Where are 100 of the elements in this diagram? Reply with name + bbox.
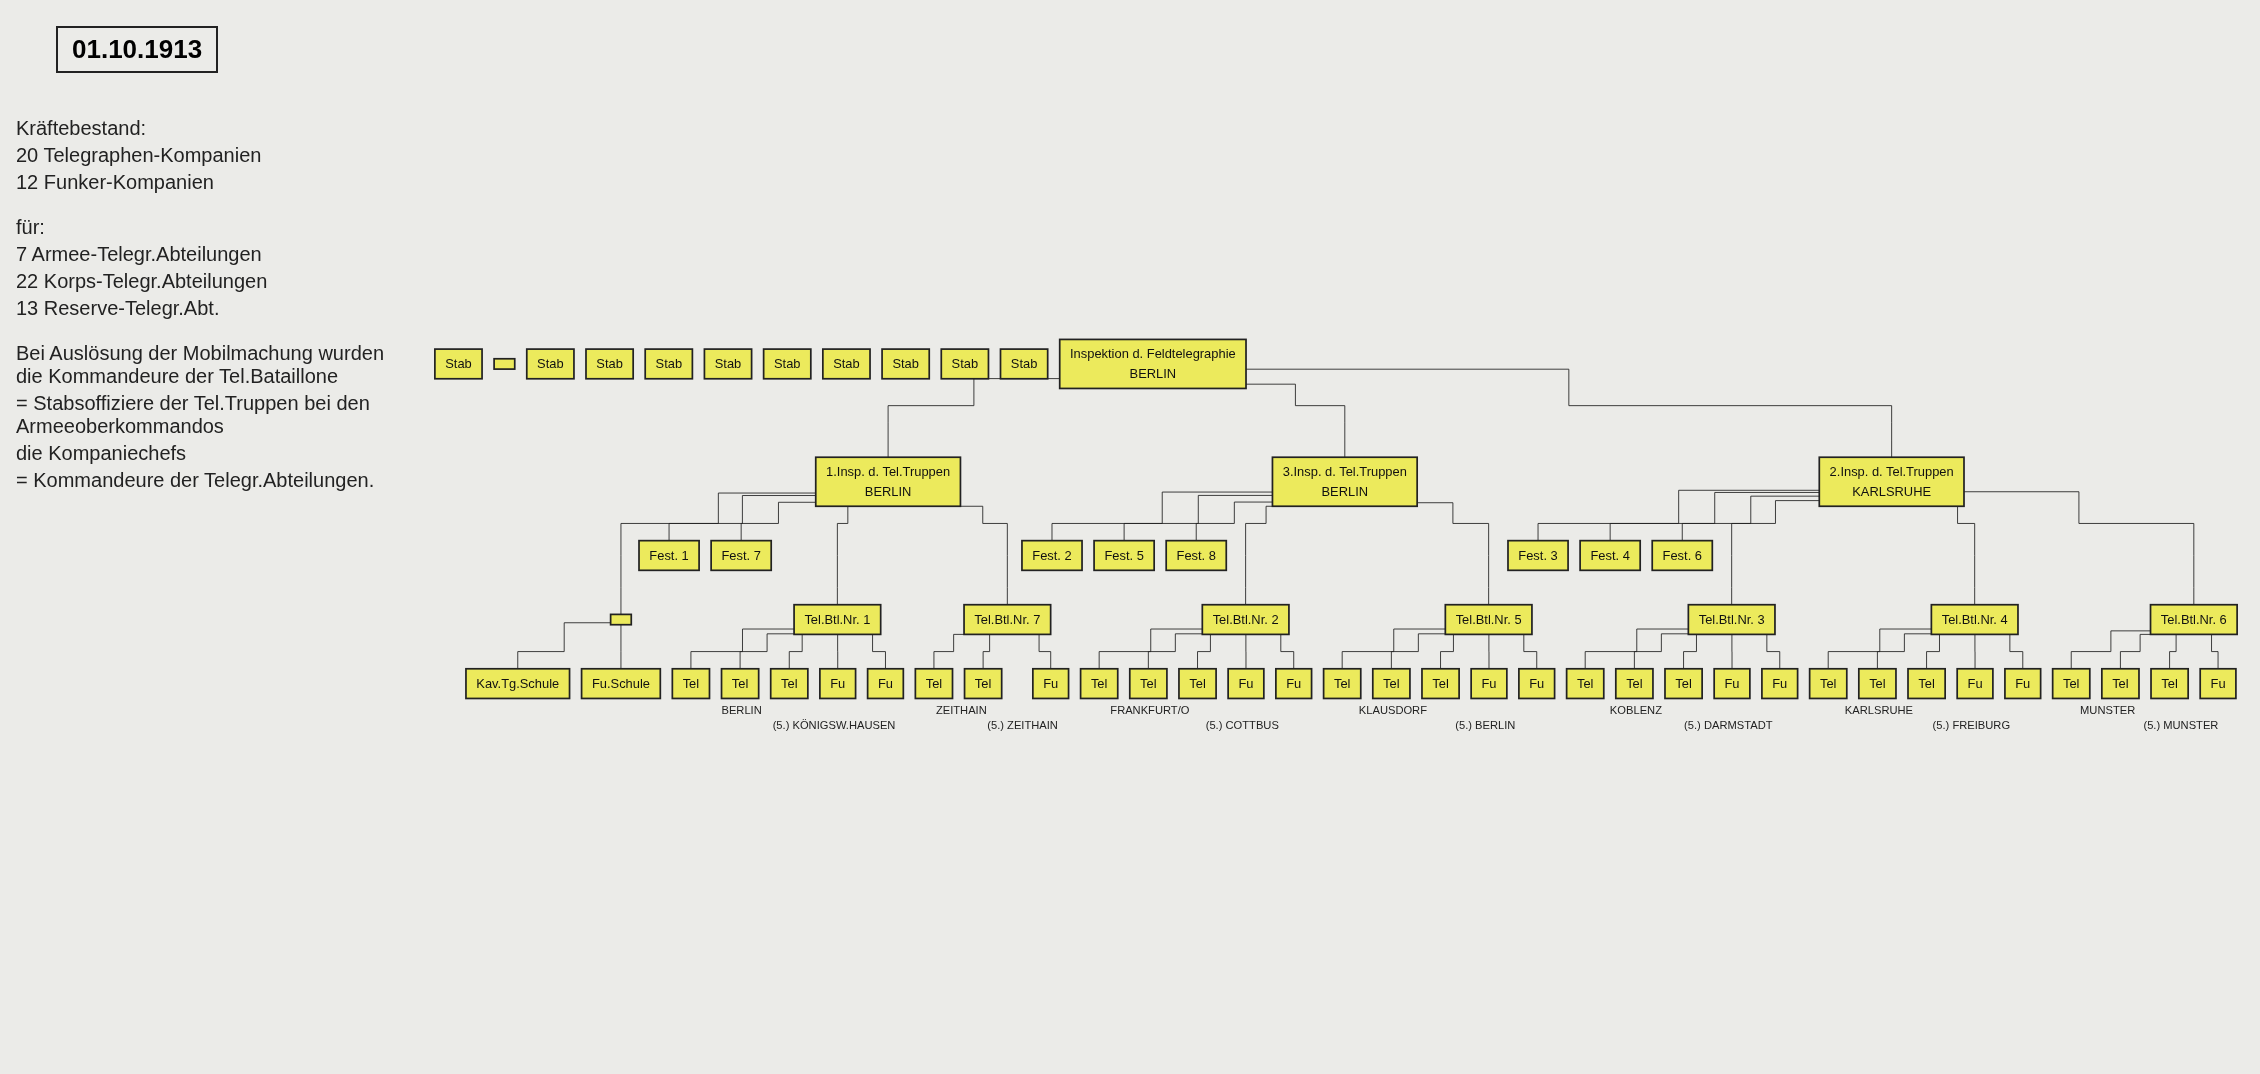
node-box: Fest. 8 [1165, 539, 1228, 572]
node-box: Stab [703, 348, 753, 380]
node-box: Fu [1956, 667, 1994, 700]
connector [1681, 495, 1820, 542]
connector [739, 633, 795, 670]
connector [1098, 628, 1203, 670]
node-box: Tel [769, 667, 809, 700]
node-box: Tel [1421, 667, 1460, 700]
node-box: Tel [1907, 667, 1946, 700]
connector [1390, 633, 1446, 670]
note-text: 7 Armee-Telegr.Abteilungen [16, 243, 263, 266]
note-text: Kräftebestand: [16, 117, 148, 140]
location-label: (5.) MUNSTER [2143, 719, 2219, 732]
node-box: Tel [1614, 667, 1654, 700]
node-box: Tel [1808, 667, 1848, 700]
node-box: Tel.Btl.Nr. 6 [2149, 603, 2238, 636]
note-text: 12 Funker-Kompanien [16, 171, 215, 194]
connector [517, 622, 612, 670]
connector [1051, 491, 1273, 542]
connector [1731, 633, 1733, 670]
node-box: Fest. 7 [710, 539, 773, 572]
connector [1974, 633, 1976, 670]
node-box: Tel [2051, 667, 2091, 700]
node-box: Fu [1227, 667, 1265, 700]
location-label: KARLSRUHE [1844, 703, 1914, 716]
connector [1584, 628, 1689, 670]
location-label: (5.) FREIBURG [1932, 719, 2011, 732]
node-box: Fu [1518, 667, 1556, 700]
location-label: (5.) KÖNIGSW.HAUSEN [772, 719, 896, 732]
connector [690, 628, 795, 670]
connector [1195, 501, 1273, 542]
connector [1633, 633, 1689, 670]
location-label: ZEITHAIN [935, 703, 987, 716]
node-box: Stab [525, 348, 575, 380]
node-box: Tel [1371, 667, 1411, 700]
connector [2070, 630, 2151, 670]
connector [1731, 500, 1820, 606]
node-box: Tel [2150, 667, 2189, 700]
location-label: BERLIN [721, 703, 762, 716]
note-text: 13 Reserve-Telegr.Abt. [16, 297, 221, 320]
location-label: (5.) DARMSTADT [1684, 719, 1773, 732]
node-box: Tel [1664, 667, 1703, 700]
note-text: Bei Auslösung der Mobilmachung wurden die Kommandeure der Tel.Bataillone [16, 342, 385, 388]
connector [1537, 489, 1820, 542]
node-box [609, 613, 633, 626]
connector [1609, 492, 1820, 542]
node-box: Tel.Btl.Nr. 5 [1444, 603, 1533, 636]
connector [1147, 633, 1203, 670]
node-box: Fest. 2 [1021, 539, 1083, 572]
node-box: Tel.Btl.Nr. 1 [793, 603, 882, 636]
node-box: Stab [762, 348, 812, 380]
node-box: Tel [720, 667, 760, 700]
node-box: Stab [999, 348, 1049, 380]
connector [837, 633, 839, 670]
node-box: Tel [1857, 667, 1897, 700]
node-box: Fu [866, 667, 905, 700]
node-box: Fu [2004, 667, 2042, 700]
node-box: 1.Insp. d. Tel.Truppen BERLIN [814, 456, 962, 508]
node-box: Stab [434, 348, 483, 380]
node-box: Fest. 3 [1507, 539, 1569, 572]
note-text: = Kommandeure der Telegr.Abteilungen. [16, 469, 376, 492]
node-box: Stab [644, 348, 694, 380]
node-box: Stab [881, 348, 931, 380]
node-box: Tel [1565, 667, 1605, 700]
node-box: 3.Insp. d. Tel.Truppen BERLIN [1271, 456, 1418, 508]
node-box: Tel [1322, 667, 1362, 700]
connector [1876, 633, 1932, 670]
node-box: Tel [2101, 667, 2140, 700]
node-box: Fu [1470, 667, 1508, 700]
location-label: (5.) ZEITHAIN [987, 719, 1058, 732]
connector [620, 624, 622, 670]
node-box: Fu [1032, 667, 1070, 700]
location-label: KOBLENZ [1609, 703, 1662, 716]
node-box: Fest. 1 [638, 539, 700, 572]
note-text: die Kompaniechefs [16, 442, 188, 465]
node-box: Tel [1079, 667, 1119, 700]
connector [1245, 633, 1247, 670]
node-box: 2.Insp. d. Tel.Truppen KARLSRUHE [1818, 456, 1965, 508]
date-title: 01.10.1913 [56, 26, 219, 73]
location-label: KLAUSDORF [1358, 703, 1427, 716]
node-box: Inspektion d. Feldtelegraphie BERLIN [1058, 338, 1247, 390]
node-box: Stab [585, 348, 635, 380]
connector [1827, 628, 1932, 670]
node-box: Stab [940, 348, 990, 380]
node-box [493, 357, 516, 370]
note-text: für: [16, 216, 46, 239]
note-text: 22 Korps-Telegr.Abteilungen [16, 270, 269, 293]
connector [1488, 633, 1490, 670]
node-box: Tel [671, 667, 711, 700]
node-box: Fest. 4 [1579, 539, 1642, 572]
node-box: Tel [914, 667, 954, 700]
node-box: Tel [963, 667, 1003, 700]
node-box: Fu [1713, 667, 1751, 700]
node-box: Tel.Btl.Nr. 2 [1201, 603, 1290, 636]
node-box: Fest. 6 [1651, 539, 1714, 572]
node-box: Fu [1761, 667, 1799, 700]
node-box: Tel.Btl.Nr. 3 [1687, 603, 1776, 636]
node-box: Kav.Tg.Schule [465, 667, 571, 700]
node-box: Tel.Btl.Nr. 4 [1930, 603, 2019, 636]
location-label: (5.) BERLIN [1455, 719, 1516, 732]
